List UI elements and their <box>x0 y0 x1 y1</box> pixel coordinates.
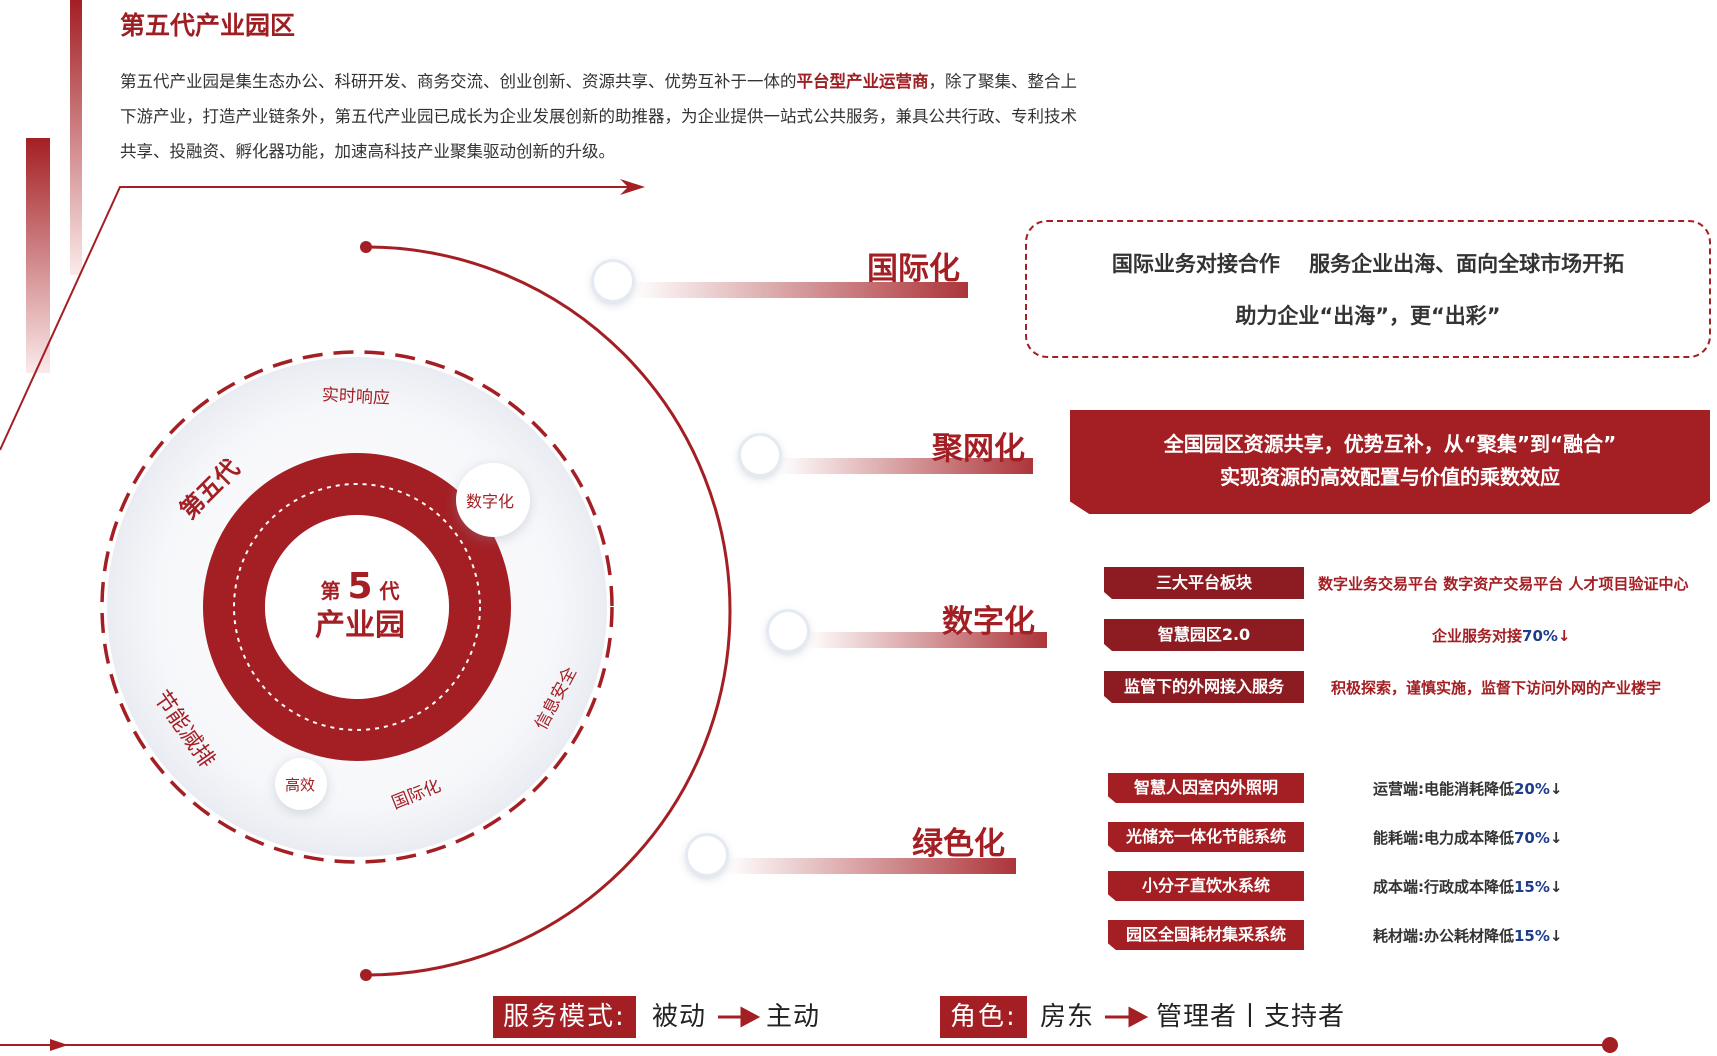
role-from: 房东 <box>1040 1002 1095 1032</box>
green-arrow-3: ↓ <box>1549 878 1563 896</box>
bubble-digital <box>456 463 530 537</box>
arc-end-dot <box>360 969 372 981</box>
arc-start-dot <box>360 241 372 253</box>
node-network <box>741 436 779 474</box>
green-desc-2-text: 能耗端:电力成本降低 <box>1373 829 1514 847</box>
digital-desc-2: 企业服务对接70%↓ <box>1432 625 1571 646</box>
pillar-digital: 数字化 <box>942 604 1035 640</box>
network-banner: 全国园区资源共享，优势互补，从“聚集”到“融合” 实现资源的高效配置与价值的乘数… <box>1070 410 1710 514</box>
node-green <box>688 836 726 874</box>
green-tag-2: 光储充一体化节能系统 <box>1108 822 1304 852</box>
bar-network <box>779 458 1033 474</box>
mode-arrow <box>718 1006 761 1028</box>
intro-line1-post: ，除了聚集、整合上 <box>928 72 1078 91</box>
bubble-efficient-label: 高效 <box>285 776 316 794</box>
green-desc-4: 耗材端:办公耗材降低15%↓ <box>1373 925 1562 946</box>
green-desc-2: 能耗端:电力成本降低70%↓ <box>1373 827 1562 848</box>
intro-line1-pre: 第五代产业园是集生态办公、科研开发、商务交流、创业创新、资源共享、优势互补于一体… <box>120 72 797 91</box>
digital-tag-2: 智慧园区2.0 <box>1104 619 1304 651</box>
top-arrow-head <box>620 179 645 195</box>
role-arrow <box>1105 1006 1149 1028</box>
node-international <box>594 262 632 300</box>
green-pct-3: 15% <box>1514 878 1550 896</box>
decor-bar-left <box>26 138 50 373</box>
bar-green <box>726 858 1016 874</box>
digital-desc-2-text: 企业服务对接 <box>1432 627 1523 645</box>
center-line2: 产业园 <box>315 608 405 643</box>
center-num: 5 <box>347 566 373 607</box>
green-pct-1: 20% <box>1514 780 1550 798</box>
green-pct-4: 15% <box>1514 927 1550 945</box>
bar-international <box>632 282 968 298</box>
digital-pct-2: 70% <box>1522 627 1558 645</box>
outer-top-label: 实时响应 <box>321 385 391 409</box>
center-label: 第 5 代 产业园 <box>300 569 420 646</box>
international-box: 国际业务对接合作 服务企业出海、面向全球市场开拓 助力企业“出海”，更“出彩” <box>1025 220 1711 358</box>
green-arrow-4: ↓ <box>1549 927 1563 945</box>
intl-line1a: 国际业务对接合作 <box>1111 252 1280 276</box>
green-tag-3: 小分子直饮水系统 <box>1108 871 1304 901</box>
pillar-green: 绿色化 <box>912 826 1005 862</box>
green-desc-1-text: 运营端:电能消耗降低 <box>1373 780 1514 798</box>
intl-line1b: 服务企业出海、面向全球市场开拓 <box>1309 252 1625 276</box>
digital-tag-1: 三大平台板块 <box>1104 567 1304 599</box>
green-desc-1: 运营端:电能消耗降低20%↓ <box>1373 778 1562 799</box>
green-tag-1: 智慧人因室内外照明 <box>1108 773 1304 803</box>
intro-line3: 共享、投融资、孵化器功能，加速高科技产业聚集驱动创新的升级。 <box>120 142 615 161</box>
inner-dashed-ring <box>233 483 481 731</box>
green-tag-4: 园区全国耗材集采系统 <box>1108 920 1304 950</box>
center-di: 第 <box>320 579 341 603</box>
digital-desc-3: 积极探索，谨慎实施，监督下访问外网的产业楼宇 <box>1331 679 1662 697</box>
mode-from: 被动 <box>652 1002 707 1032</box>
digital-arrow-2: ↓ <box>1557 627 1571 645</box>
bottom-arrow-head <box>50 1039 68 1051</box>
intro-paragraph: 第五代产业园是集生态办公、科研开发、商务交流、创业创新、资源共享、优势互补于一体… <box>120 64 1190 169</box>
green-desc-4-text: 耗材端:办公耗材降低 <box>1373 927 1514 945</box>
mode-label: 服务模式: <box>493 996 636 1038</box>
inner-disk <box>265 515 449 699</box>
bubble-efficient <box>275 758 327 810</box>
digital-tag-3: 监管下的外网接入服务 <box>1104 671 1304 703</box>
dashed-ring <box>100 350 614 864</box>
page-title: 第五代产业园区 <box>120 11 296 40</box>
bubble-digital-label: 数字化 <box>466 492 515 511</box>
node-digital <box>769 612 807 650</box>
bottom-end-dot <box>1602 1037 1618 1053</box>
green-pct-2: 70% <box>1514 829 1550 847</box>
digital-desc-1: 数字业务交易平台 数字资产交易平台 人才项目验证中心 <box>1318 575 1689 593</box>
green-desc-3: 成本端:行政成本降低15%↓ <box>1373 876 1562 897</box>
pillar-international: 国际化 <box>867 251 960 287</box>
center-dai: 代 <box>379 579 400 603</box>
green-arrow-2: ↓ <box>1549 829 1563 847</box>
bar-digital <box>807 632 1047 648</box>
pillar-network: 聚网化 <box>932 431 1025 467</box>
intro-line2: 下游产业，打造产业链条外，第五代产业园已成长为企业发展创新的助推器，为企业提供一… <box>120 107 1077 126</box>
top-arrow-line <box>0 186 640 451</box>
network-line1: 全国园区资源共享，优势互补，从“聚集”到“融合” <box>1163 432 1617 456</box>
intro-highlight: 平台型产业运营商 <box>796 72 929 91</box>
mode-to: 主动 <box>766 1002 821 1032</box>
outer-arc <box>365 245 732 977</box>
role-to: 管理者丨支持者 <box>1156 1002 1346 1032</box>
green-arrow-1: ↓ <box>1549 780 1563 798</box>
role-label: 角色: <box>940 996 1027 1038</box>
green-desc-3-text: 成本端:行政成本降低 <box>1373 878 1514 896</box>
intl-line2: 助力企业“出海”，更“出彩” <box>1235 304 1501 328</box>
network-line2: 实现资源的高效配置与价值的乘数效应 <box>1220 465 1560 489</box>
decor-bar-top <box>70 0 82 275</box>
